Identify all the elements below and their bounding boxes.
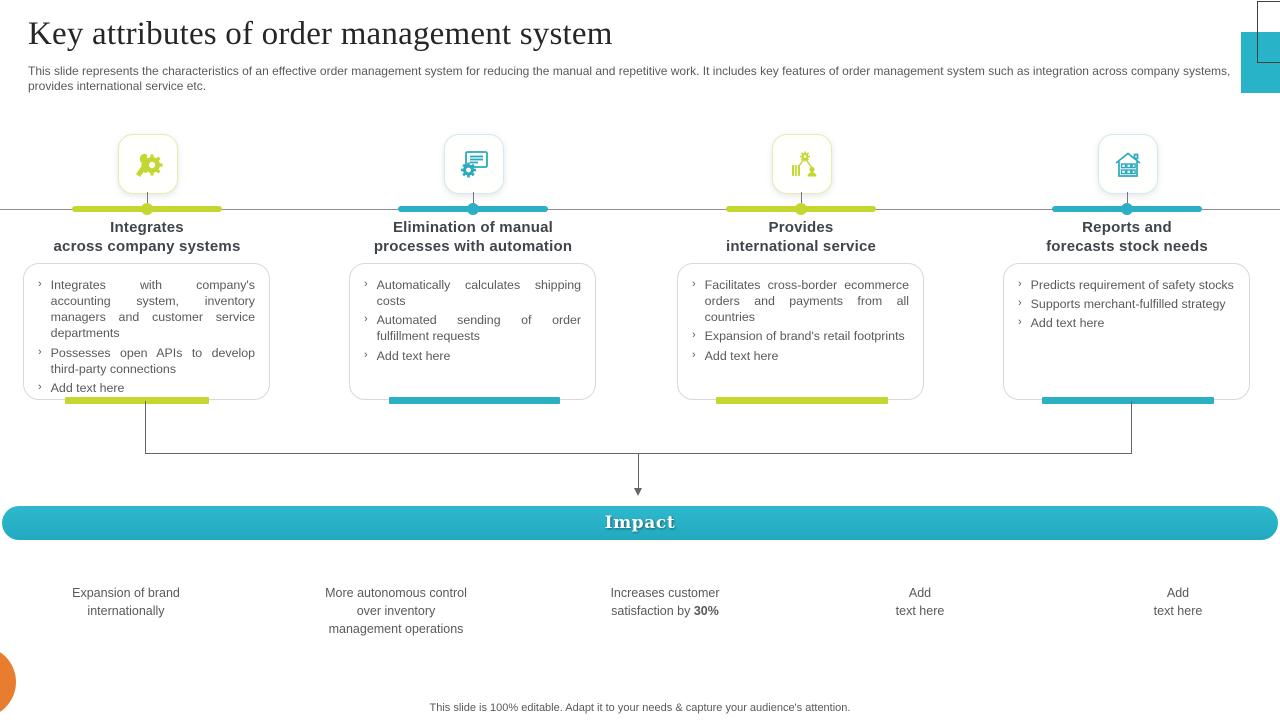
column-heading: Provides international service — [725, 219, 877, 256]
list-item: › Expansion of brand's retail footprints — [692, 328, 909, 344]
bullet-list: › Predicts requirement of safety stocks ›… — [1018, 277, 1235, 331]
list-item: › Integrates with company's accounting sy… — [38, 277, 255, 342]
impact-item: Add text here — [895, 586, 945, 618]
icon-connector-line — [473, 192, 474, 208]
column-heading: Integrates across company systems — [53, 219, 241, 256]
bullet-text: Expansion of brand's retail footprints — [704, 329, 905, 344]
bullet-text: Possesses open APIs to develop third-par… — [50, 345, 255, 376]
impact-banner: Impact — [2, 506, 1278, 540]
connector-right-vertical — [1131, 401, 1132, 453]
decor-outline-square — [1257, 1, 1280, 63]
chevron-bullet-icon: › — [1018, 316, 1022, 329]
footer-note: This slide is 100% editable. Adapt it to… — [429, 702, 851, 714]
timeline-node-dot — [1121, 203, 1133, 215]
feature-card: › Facilitates cross-border ecommerce orde… — [677, 263, 924, 400]
card-accent-underline — [1042, 397, 1214, 404]
list-item: › Automatically calculates shipping costs — [364, 277, 581, 309]
chevron-bullet-icon: › — [38, 345, 42, 358]
feature-card: › Integrates with company's accounting sy… — [23, 263, 270, 400]
bullet-text: Facilitates cross-border ecommerce order… — [704, 278, 909, 325]
chevron-bullet-icon: › — [1018, 278, 1022, 290]
chevron-bullet-icon: › — [364, 278, 368, 290]
column-heading: Reports and forecasts stock needs — [1046, 219, 1208, 256]
chevron-bullet-icon: › — [1018, 297, 1022, 310]
bullet-list: › Integrates with company's accounting sy… — [38, 277, 255, 396]
chevron-bullet-icon: › — [692, 348, 696, 361]
impact-label: Impact — [604, 513, 676, 533]
bullet-text: Automated sending of order fulfillment r… — [376, 313, 581, 344]
chevron-bullet-icon: › — [38, 278, 42, 290]
bullet-text: Supports merchant-fulfilled strategy — [1030, 297, 1226, 312]
list-item: › Add text here — [692, 348, 909, 364]
timeline-node-dot — [795, 203, 807, 215]
impact-item: More autonomous control over inventory m… — [325, 586, 467, 636]
bullet-text: Add text here — [704, 348, 779, 363]
wrench-gear-icon — [118, 134, 178, 194]
chevron-bullet-icon: › — [692, 329, 696, 342]
bullet-text: Add text here — [1030, 316, 1105, 331]
slide-subtitle: This slide represents the characteristic… — [28, 64, 1231, 93]
timeline-node-dot — [467, 203, 479, 215]
icon-connector-line — [1127, 192, 1128, 208]
list-item: › Add text here — [38, 380, 255, 396]
icon-connector-line — [147, 192, 148, 208]
impact-item-text: Increases customer satisfaction by — [610, 586, 720, 618]
list-item: › Predicts requirement of safety stocks — [1018, 277, 1235, 293]
timeline-rule — [0, 209, 1280, 210]
connector-center-vertical — [638, 453, 639, 488]
feature-card: › Predicts requirement of safety stocks ›… — [1003, 263, 1250, 400]
bullet-text: Predicts requirement of safety stocks — [1030, 278, 1234, 292]
list-item: › Add text here — [364, 348, 581, 364]
feature-card: › Automatically calculates shipping costs… — [349, 263, 596, 400]
impact-item-highlight: 30% — [693, 604, 719, 618]
card-accent-underline — [65, 397, 209, 404]
list-item: › Automated sending of order fulfillment … — [364, 312, 581, 344]
bullet-text: Automatically calculates shipping costs — [376, 278, 581, 309]
bullet-list: › Facilitates cross-border ecommerce orde… — [692, 277, 909, 364]
page-title: Key attributes of order management syste… — [28, 16, 613, 52]
arrow-down-icon — [634, 488, 642, 496]
bullet-list: › Automatically calculates shipping costs… — [364, 277, 581, 364]
impact-item: Expansion of brand internationally — [72, 586, 180, 618]
timeline-node-dot — [141, 203, 153, 215]
connector-left-vertical — [145, 401, 146, 453]
impact-item: Increases customer satisfaction by 30% — [565, 584, 765, 620]
bullet-text: Add text here — [376, 348, 451, 363]
automation-document-icon — [444, 134, 504, 194]
chevron-bullet-icon: › — [364, 348, 368, 361]
bullet-text: Integrates with company's accounting sys… — [50, 278, 255, 341]
column-heading: Elimination of manual processes with aut… — [373, 219, 573, 256]
bullet-text: Add text here — [50, 380, 125, 395]
international-network-icon — [772, 134, 832, 194]
chevron-bullet-icon: › — [38, 380, 42, 393]
chevron-bullet-icon: › — [692, 278, 696, 290]
list-item: › Add text here — [1018, 315, 1235, 331]
impact-item: Add text here — [1153, 586, 1203, 618]
chevron-bullet-icon: › — [364, 313, 368, 326]
list-item: › Possesses open APIs to develop third-pa… — [38, 345, 255, 377]
icon-connector-line — [801, 192, 802, 208]
warehouse-icon — [1098, 134, 1158, 194]
card-accent-underline — [389, 397, 560, 404]
list-item: › Facilitates cross-border ecommerce orde… — [692, 277, 909, 325]
list-item: › Supports merchant-fulfilled strategy — [1018, 296, 1235, 312]
card-accent-underline — [716, 397, 888, 404]
